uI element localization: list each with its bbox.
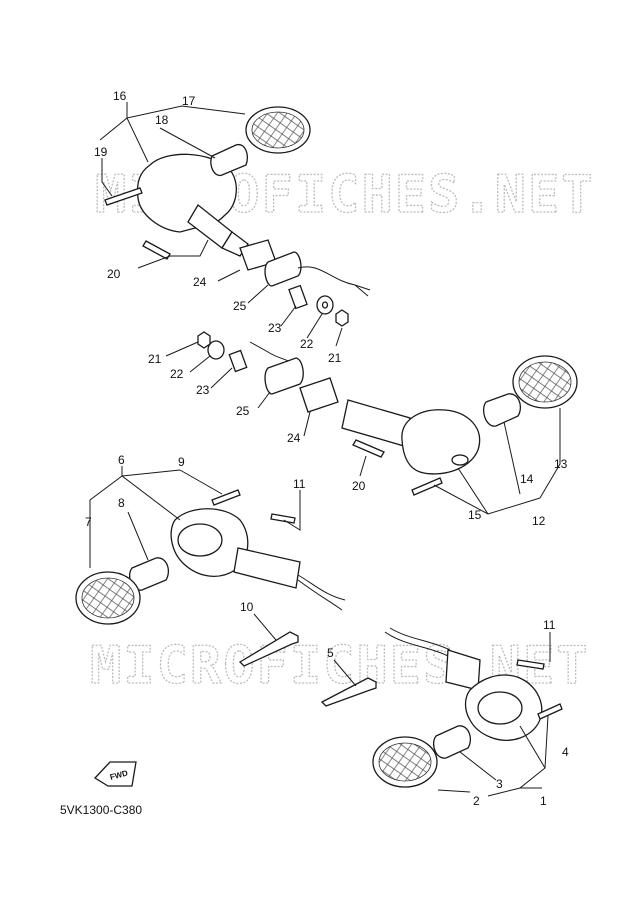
callout-20-top: 20 — [107, 267, 121, 281]
bulb-14 — [482, 393, 522, 427]
callout-3: 3 — [496, 777, 503, 791]
bulb-8 — [128, 557, 170, 591]
screw-11-bottom — [516, 659, 545, 670]
callout-numbers: 16 17 18 19 20 24 25 23 22 21 21 22 23 2… — [85, 89, 569, 808]
screw-4 — [537, 703, 563, 720]
gasket-24-mid — [299, 377, 339, 413]
callout-23-mid: 23 — [196, 383, 210, 397]
callout-6: 6 — [118, 453, 125, 467]
stem-12 — [341, 399, 411, 447]
cable-tie-5 — [320, 677, 377, 707]
callout-17: 17 — [182, 94, 196, 108]
callout-25-mid: 25 — [236, 404, 250, 418]
callout-21-top: 21 — [328, 351, 342, 365]
bulb-18 — [210, 143, 249, 177]
callout-16: 16 — [113, 89, 127, 103]
callout-1: 1 — [540, 794, 547, 808]
callout-2: 2 — [473, 794, 480, 808]
bulb-3 — [432, 725, 472, 759]
screw-15 — [411, 477, 443, 496]
callout-15: 15 — [468, 508, 482, 522]
callout-25-top: 25 — [233, 299, 247, 313]
washer-22-mid — [207, 340, 225, 360]
callout-24-top: 24 — [193, 275, 207, 289]
nut-21-top — [335, 309, 349, 327]
turn-signal-rear-right-assembly — [197, 331, 578, 496]
screw-9 — [211, 489, 241, 506]
callout-21-mid: 21 — [148, 352, 162, 366]
grommet-25-mid — [264, 357, 304, 395]
callout-14: 14 — [520, 472, 534, 486]
turn-signal-front-left-assembly — [75, 489, 346, 625]
callout-5: 5 — [327, 646, 334, 660]
callout-4: 4 — [562, 745, 569, 759]
spacer-23-mid — [228, 349, 248, 373]
callout-8: 8 — [118, 496, 125, 510]
turn-signal-rear-left-assembly — [104, 106, 371, 327]
forward-arrow-icon: FWD — [93, 761, 137, 787]
nut-21-mid — [197, 331, 211, 349]
turn-signal-front-right-assembly — [372, 627, 563, 788]
callout-19: 19 — [94, 145, 108, 159]
callout-10: 10 — [240, 600, 254, 614]
screw-19 — [104, 187, 143, 206]
cable-tie-10 — [238, 631, 299, 667]
callout-18: 18 — [155, 113, 169, 127]
leader-lines — [89, 102, 561, 797]
callout-12: 12 — [532, 514, 546, 528]
screw-11-mid — [270, 513, 296, 524]
callout-13: 13 — [554, 457, 568, 471]
callout-9: 9 — [178, 455, 185, 469]
screw-20-mid — [352, 439, 385, 458]
callout-7: 7 — [85, 515, 92, 529]
grommet-25-top — [264, 251, 302, 287]
diagram-code: 5VK1300-C380 — [60, 803, 143, 817]
screw-20-top — [142, 240, 171, 260]
callout-11-bottom: 11 — [543, 618, 556, 632]
spacer-23-top — [288, 284, 308, 310]
callout-20-mid: 20 — [352, 479, 366, 493]
callout-23-top: 23 — [268, 321, 282, 335]
callout-11-mid: 11 — [293, 477, 306, 491]
housing-shell-12 — [401, 409, 481, 475]
callout-22-mid: 22 — [170, 367, 184, 381]
stem-6 — [233, 547, 301, 589]
callout-22-top: 22 — [300, 337, 314, 351]
callout-24-mid: 24 — [287, 431, 301, 445]
